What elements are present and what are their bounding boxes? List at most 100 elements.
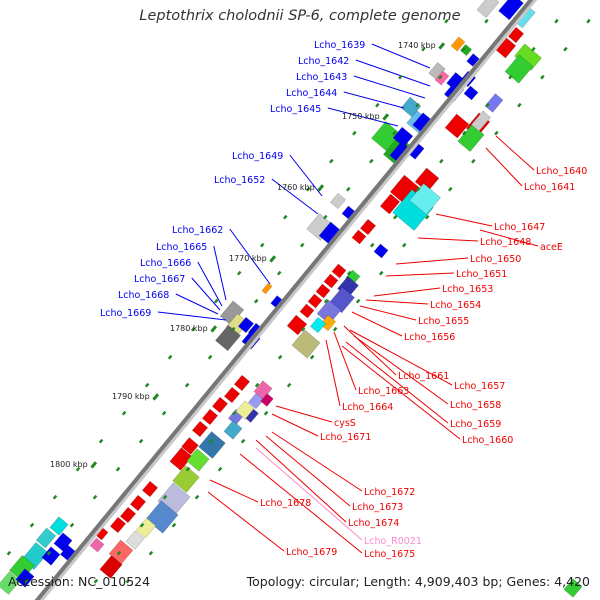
leader-line	[289, 154, 323, 197]
forward-gene	[237, 316, 255, 334]
kbp-tick-mark	[210, 325, 218, 333]
leader-line	[353, 75, 426, 99]
track-tick	[52, 494, 58, 500]
leader-line	[485, 147, 523, 187]
gene-label-right: Lcho_1641	[524, 182, 575, 193]
track-tick	[484, 18, 489, 24]
track-tick	[283, 214, 288, 220]
forward-gene	[392, 126, 414, 148]
track-tick	[402, 242, 407, 248]
gene-label-right: Lcho_1672	[364, 487, 415, 498]
leader-line	[345, 341, 449, 424]
gene-label-right: Lcho_1655	[418, 316, 469, 327]
leader-line	[229, 228, 271, 285]
gene-feature	[460, 44, 472, 56]
track-tick	[461, 46, 466, 52]
leader-line	[351, 311, 403, 337]
leader-line	[255, 447, 363, 541]
kbp-tick-mark	[317, 184, 325, 192]
forward-gene	[446, 72, 464, 90]
kbp-tick-mark	[382, 113, 390, 121]
track-tick	[309, 354, 315, 360]
gene-feature	[484, 93, 504, 113]
track-tick	[517, 102, 522, 108]
gene-feature	[35, 527, 57, 549]
forward-gene	[466, 53, 480, 67]
track-tick	[184, 382, 190, 388]
track-tick	[346, 270, 352, 276]
track-tick	[75, 466, 81, 472]
track-tick	[531, 46, 536, 52]
gene-label-right: Lcho_1664	[342, 402, 393, 413]
reverse-gene	[181, 437, 199, 455]
forward-gene	[41, 546, 61, 566]
gene-feature	[235, 400, 255, 420]
leader-line	[239, 453, 363, 554]
track-tick	[369, 158, 374, 164]
track-tick	[162, 494, 168, 500]
gene-label-right: Lcho_1660	[462, 435, 513, 446]
gene-label-left: Lcho_1669	[100, 308, 151, 319]
gene-feature	[476, 0, 500, 18]
track-tick	[438, 74, 443, 80]
gene-feature	[563, 578, 583, 598]
kbp-tick-mark	[438, 42, 446, 50]
track-tick	[378, 270, 384, 276]
gene-label-right: Lcho_1654	[430, 300, 481, 311]
gene-feature	[0, 571, 21, 595]
leader-line	[327, 107, 399, 127]
track-tick	[416, 186, 421, 192]
track-tick	[425, 214, 430, 220]
track-tick	[98, 438, 104, 444]
reverse-gene	[379, 193, 401, 215]
track-tick	[93, 578, 99, 584]
track-tick	[471, 158, 476, 164]
track-tick	[254, 382, 260, 388]
track-tick	[46, 550, 52, 556]
gene-label-left: Lcho_1666	[140, 258, 191, 269]
leader-line	[197, 261, 223, 307]
kbp-tick-mark	[269, 255, 277, 263]
reverse-gene	[233, 374, 251, 392]
gene-label-right: Lcho_1640	[536, 166, 587, 177]
reverse-gene	[109, 516, 127, 534]
gene-feature	[450, 36, 466, 52]
track-tick	[217, 466, 223, 472]
gene-label-left: Lcho_1639	[314, 40, 365, 51]
leader-line	[349, 329, 453, 386]
genome-summary-text: Topology: circular; Length: 4,909,403 bp…	[246, 574, 590, 589]
gene-label-right: Lcho_1675	[364, 549, 415, 560]
track-tick	[415, 102, 420, 108]
reverse-gene	[323, 273, 339, 289]
leader-line	[371, 43, 431, 69]
gene-feature	[316, 299, 342, 325]
gene-label-right: Lcho_1659	[450, 419, 501, 430]
leader-line	[209, 479, 259, 503]
gene-label-right: Lcho_1650	[470, 254, 521, 265]
leader-line	[479, 229, 539, 247]
gene-feature	[309, 316, 327, 334]
gene-feature	[260, 393, 274, 407]
track-tick	[494, 130, 499, 136]
kbp-label: 1770 kbp	[229, 254, 267, 263]
gene-label-right: aceE	[540, 242, 563, 253]
track-tick	[355, 298, 361, 304]
track-tick	[213, 298, 219, 304]
track-tick	[323, 214, 328, 220]
track-tick	[286, 382, 292, 388]
reverse-gene	[129, 494, 147, 512]
reverse-gene	[444, 113, 470, 139]
forward-gene	[498, 0, 524, 21]
leader-line	[355, 59, 431, 87]
track-tick	[332, 326, 338, 332]
gene-label-right: Lcho_1658	[450, 400, 501, 411]
track-tick	[540, 74, 545, 80]
forward-gene	[373, 243, 389, 259]
track-tick	[236, 270, 242, 276]
gene-feature	[434, 70, 450, 86]
track-tick	[240, 438, 246, 444]
gene-label-right: Lcho_1674	[348, 518, 399, 529]
track-tick	[194, 494, 200, 500]
track-tick	[69, 522, 75, 528]
